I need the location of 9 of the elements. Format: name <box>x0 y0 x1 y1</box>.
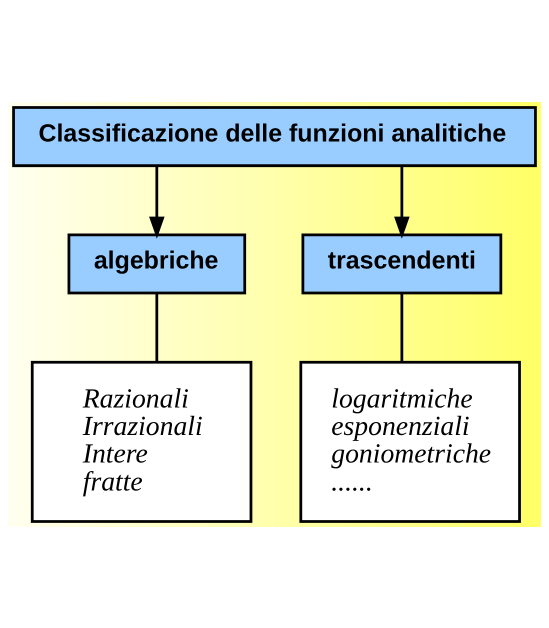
node-box: Razionali Irrazionali Intere fratte <box>30 360 252 522</box>
node-box: Classificazione delle funzioni analitiche <box>12 106 537 167</box>
arrow <box>149 166 165 238</box>
arrow <box>394 166 410 238</box>
node-box: logaritmiche esponenziali goniometriche ...... <box>299 360 521 522</box>
node-box: algebriche <box>68 233 246 294</box>
node-box: trascendenti <box>302 233 502 294</box>
connector <box>155 292 158 362</box>
connector <box>400 292 404 362</box>
